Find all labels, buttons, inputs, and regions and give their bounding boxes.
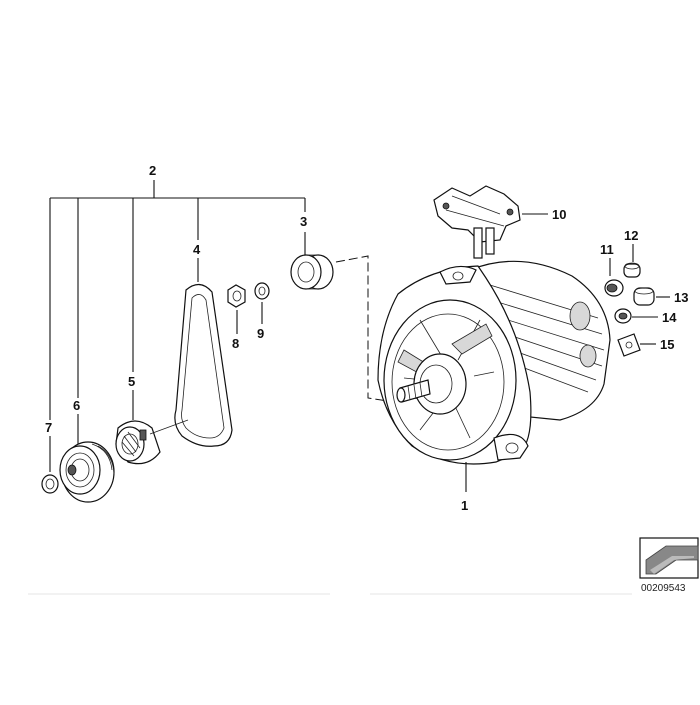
diagram-code: 00209543 [641, 583, 686, 594]
cap-part-13[interactable] [633, 287, 670, 306]
callout-15: 15 [660, 337, 674, 352]
callout-12: 12 [624, 228, 638, 243]
callout-3: 3 [300, 214, 307, 229]
washer-part-9[interactable] [254, 282, 270, 324]
regulator-part-10[interactable] [433, 185, 548, 259]
assembly-path [335, 255, 395, 403]
reference-box: 00209543 [639, 537, 699, 594]
callout-2: 2 [149, 163, 156, 178]
callout-8: 8 [232, 336, 239, 351]
washer-part-7[interactable] [41, 436, 59, 494]
callout-10: 10 [552, 207, 566, 222]
socket-part-11[interactable] [604, 258, 624, 297]
callout-14: 14 [662, 310, 677, 325]
nut-part-14[interactable] [614, 308, 658, 324]
nut-part-8[interactable] [227, 284, 246, 334]
callout-6: 6 [73, 398, 80, 413]
tab-part-15[interactable] [617, 333, 656, 357]
callout-11: 11 [600, 242, 614, 257]
cap-part-12[interactable] [623, 244, 641, 278]
alternator-part-1[interactable] [377, 260, 611, 492]
sleeve-part-3[interactable] [290, 232, 334, 290]
callout-4: 4 [193, 242, 201, 257]
callout-labels: 1 2 3 4 5 6 7 8 9 10 11 12 13 14 15 [45, 163, 688, 513]
callout-7: 7 [45, 420, 52, 435]
callout-5: 5 [128, 374, 135, 389]
callout-13: 13 [674, 290, 688, 305]
hub-part-5[interactable] [115, 390, 161, 465]
belt-part-4[interactable] [149, 258, 233, 447]
group-bracket-2 [49, 180, 306, 420]
callout-9: 9 [257, 326, 264, 341]
pulley-part-6[interactable] [59, 414, 115, 503]
callout-1: 1 [461, 498, 468, 513]
